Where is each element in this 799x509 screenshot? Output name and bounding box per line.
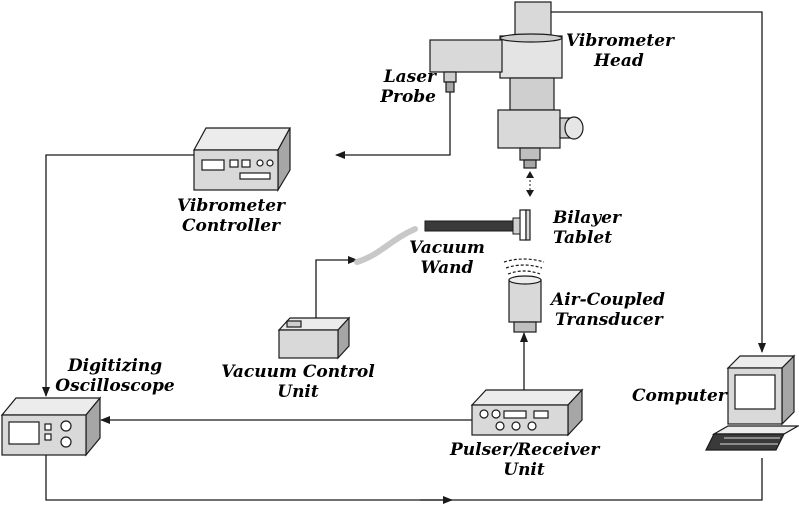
laser-beam (526, 171, 534, 197)
vacuum-unit-to-wand-line (315, 256, 358, 318)
vibrometer-controller-label: Vibrometer Controller (177, 196, 285, 236)
air-coupled-transducer-icon (503, 258, 545, 333)
bilayer-tablet-icon (519, 209, 531, 241)
laser-probe-icon (443, 71, 457, 93)
bilayer-tablet-label: Bilayer Tablet (553, 208, 621, 248)
vibrometer-head-icon (429, 1, 584, 169)
head-to-computer-line (551, 11, 766, 353)
vacuum-control-unit-icon (277, 316, 351, 360)
air-coupled-transducer-label: Air-Coupled Transducer (551, 290, 665, 330)
vacuum-wand-label: Vacuum Wand (409, 238, 485, 278)
computer-label: Computer (632, 386, 727, 406)
vacuum-control-unit-label: Vacuum Control Unit (221, 362, 375, 402)
pulser-receiver-unit-label: Pulser/Receiver Unit (450, 440, 600, 480)
vibrometer-controller-icon (192, 127, 292, 193)
laser-probe-label: Laser Probe (380, 67, 436, 107)
digitizing-oscilloscope-icon (0, 396, 102, 457)
computer-icon (705, 354, 799, 451)
controller-to-oscilloscope-line (42, 154, 194, 397)
pulser-receiver-unit-icon (470, 388, 584, 437)
connection-lines (42, 11, 766, 504)
vibrometer-head-label: Vibrometer Head (566, 31, 674, 71)
probe-to-controller-line (335, 92, 451, 159)
oscilloscope-to-computer-line (45, 455, 763, 501)
digitizing-oscilloscope-label: Digitizing Oscilloscope (55, 356, 175, 396)
vacuum-wand-icon (354, 217, 521, 265)
